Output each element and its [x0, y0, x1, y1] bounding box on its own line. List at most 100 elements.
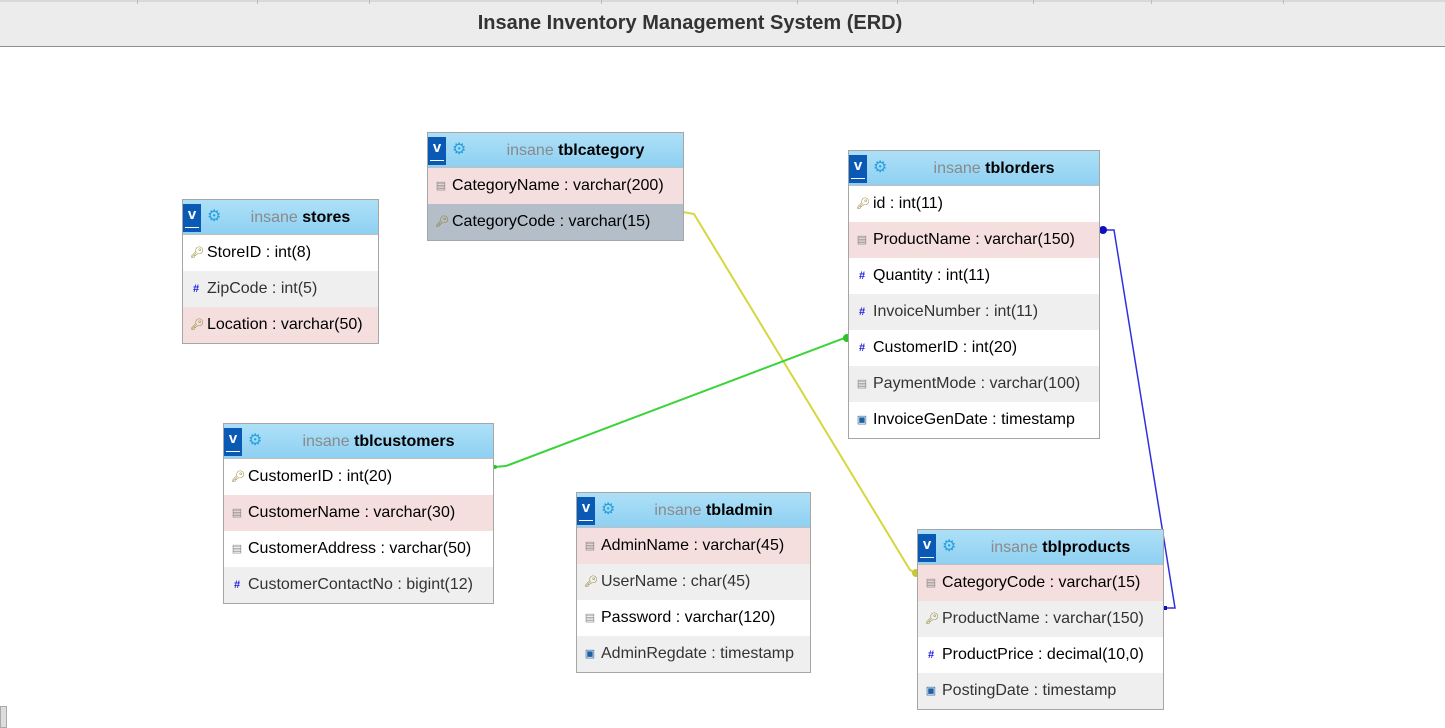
- text-icon: ▤: [584, 612, 596, 624]
- table-name: tbladmin: [705, 502, 773, 519]
- key-icon: 🔑︎: [231, 471, 245, 483]
- column-label: ProductPrice : decimal(10,0): [942, 646, 1144, 663]
- table-name: tblcustomers: [354, 433, 455, 450]
- column-row[interactable]: 🔑︎StoreID : int(8): [183, 235, 378, 271]
- key-icon: 🔑︎: [856, 198, 870, 210]
- text-icon: ▤: [435, 180, 447, 192]
- toggle-view-button[interactable]: v: [183, 204, 201, 232]
- column-row[interactable]: ▤ CustomerAddress : varchar(50): [224, 531, 493, 567]
- column-row[interactable]: ▤ ProductName : varchar(150): [849, 222, 1099, 258]
- text-icon: ▤: [584, 540, 596, 552]
- key-icon: 🔑︎: [584, 576, 598, 588]
- table-tblproducts[interactable]: v ⚙ insane tblproducts ▤CategoryCode : v…: [917, 529, 1164, 710]
- key-icon: 🔑︎: [190, 247, 204, 259]
- column-row[interactable]: ▣ PostingDate : timestamp: [918, 673, 1163, 709]
- column-row[interactable]: 🔑︎UserName : char(45): [577, 564, 810, 600]
- column-label: CustomerName : varchar(30): [248, 504, 456, 521]
- key-icon: 🔑︎: [435, 216, 449, 228]
- column-label: StoreID : int(8): [207, 244, 312, 261]
- table-title: insane tblcategory: [428, 142, 683, 160]
- column-label: AdminRegdate : timestamp: [601, 645, 794, 662]
- database-name: insane: [990, 539, 1038, 556]
- column-label: CustomerID : int(20): [248, 468, 393, 485]
- column-label: ProductName : varchar(150): [873, 231, 1075, 248]
- column-row[interactable]: ▤PaymentMode : varchar(100): [849, 366, 1099, 402]
- table-tbladmin[interactable]: v ⚙ insane tbladmin ▤ AdminName : varchar…: [576, 492, 811, 673]
- column-label: CustomerAddress : varchar(50): [248, 540, 472, 557]
- table-header[interactable]: v ⚙ insane tblproducts: [918, 530, 1163, 565]
- column-row[interactable]: 🔑︎id : int(11): [849, 186, 1099, 222]
- toggle-view-button[interactable]: v: [918, 534, 936, 562]
- database-name: insane: [250, 209, 298, 226]
- column-label: InvoiceNumber : int(11): [873, 303, 1039, 320]
- column-row[interactable]: # CustomerID : int(20): [849, 330, 1099, 366]
- table-title: insane tblcustomers: [224, 433, 493, 451]
- column-label: CustomerID : int(20): [873, 339, 1018, 356]
- number-icon: #: [192, 283, 200, 295]
- database-name: insane: [506, 142, 554, 159]
- table-header[interactable]: v ⚙ insane tbladmin: [577, 493, 810, 528]
- column-row[interactable]: ▣AdminRegdate : timestamp: [577, 636, 810, 672]
- toggle-view-button[interactable]: v: [849, 155, 867, 183]
- column-row[interactable]: ▣ InvoiceGenDate : timestamp: [849, 402, 1099, 438]
- column-row[interactable]: ▤CategoryCode : varchar(15): [918, 565, 1163, 601]
- table-stores[interactable]: v ⚙ insane stores 🔑︎StoreID : int(8) #Zi…: [182, 199, 379, 344]
- number-icon: #: [858, 342, 866, 354]
- page-title: Insane Inventory Management System (ERD): [477, 12, 903, 34]
- column-row[interactable]: # InvoiceNumber : int(11): [849, 294, 1099, 330]
- column-label: CategoryName : varchar(200): [452, 177, 664, 194]
- column-row[interactable]: ▤ AdminName : varchar(45): [577, 528, 810, 564]
- column-label: AdminName : varchar(45): [601, 537, 785, 554]
- column-row[interactable]: ▤ CategoryName : varchar(200): [428, 168, 683, 204]
- text-icon: ▤: [231, 543, 243, 555]
- table-tblcategory[interactable]: v ⚙ insane tblcategory ▤ CategoryName : v…: [427, 132, 684, 241]
- table-header[interactable]: v ⚙ insane tblcategory: [428, 133, 683, 168]
- table-header[interactable]: v ⚙ insane stores: [183, 200, 378, 235]
- key-icon: 🔑︎: [925, 613, 939, 625]
- gear-icon[interactable]: ⚙: [207, 208, 222, 225]
- column-row[interactable]: 🔑︎Location : varchar(50): [183, 307, 378, 343]
- column-row[interactable]: # ProductPrice : decimal(10,0): [918, 637, 1163, 673]
- gear-icon[interactable]: ⚙: [942, 538, 957, 555]
- text-icon: ▤: [856, 234, 868, 246]
- gear-icon[interactable]: ⚙: [873, 159, 888, 176]
- scrollbar-handle[interactable]: [0, 706, 7, 728]
- database-name: insane: [302, 433, 350, 450]
- title-bar: Insane Inventory Management System (ERD): [0, 0, 1445, 47]
- gear-icon[interactable]: ⚙: [248, 432, 263, 449]
- number-icon: #: [927, 649, 935, 661]
- gear-icon[interactable]: ⚙: [601, 501, 616, 518]
- toggle-view-button[interactable]: v: [224, 428, 242, 456]
- gear-icon[interactable]: ⚙: [452, 141, 467, 158]
- toggle-view-button[interactable]: v: [577, 497, 595, 525]
- column-row[interactable]: # ZipCode : int(5): [183, 271, 378, 307]
- relation-customers-orders: [493, 336, 850, 468]
- tab-strip: [0, 0, 1445, 4]
- column-label: PostingDate : timestamp: [942, 682, 1117, 699]
- column-label: InvoiceGenDate : timestamp: [873, 411, 1075, 428]
- column-row[interactable]: 🔑︎CustomerID : int(20): [224, 459, 493, 495]
- relation-endpoint: [1099, 226, 1107, 234]
- table-name: stores: [302, 209, 351, 226]
- column-row[interactable]: 🔑︎CategoryCode : varchar(15): [428, 204, 683, 240]
- timestamp-icon: ▣: [856, 414, 868, 426]
- number-icon: #: [858, 306, 866, 318]
- timestamp-icon: ▣: [925, 685, 937, 697]
- table-tblorders[interactable]: v ⚙ insane tblorders 🔑︎id : int(11) ▤ Pro…: [848, 150, 1100, 439]
- column-label: PaymentMode : varchar(100): [873, 375, 1081, 392]
- column-row[interactable]: 🔑︎ProductName : varchar(150): [918, 601, 1163, 637]
- column-row[interactable]: ▤CustomerName : varchar(30): [224, 495, 493, 531]
- column-row[interactable]: #Quantity : int(11): [849, 258, 1099, 294]
- table-header[interactable]: v ⚙ insane tblorders: [849, 151, 1099, 186]
- table-header[interactable]: v ⚙ insane tblcustomers: [224, 424, 493, 459]
- table-tblcustomers[interactable]: v ⚙ insane tblcustomers 🔑︎CustomerID : i…: [223, 423, 494, 604]
- column-label: CategoryCode : varchar(15): [452, 213, 651, 230]
- column-label: id : int(11): [873, 195, 943, 212]
- database-name: insane: [654, 502, 702, 519]
- column-label: ZipCode : int(5): [207, 280, 318, 297]
- toggle-view-button[interactable]: v: [428, 137, 446, 165]
- table-name: tblproducts: [1042, 539, 1131, 556]
- column-row[interactable]: #CustomerContactNo : bigint(12): [224, 567, 493, 603]
- key-icon: 🔑︎: [190, 319, 204, 331]
- column-row[interactable]: ▤Password : varchar(120): [577, 600, 810, 636]
